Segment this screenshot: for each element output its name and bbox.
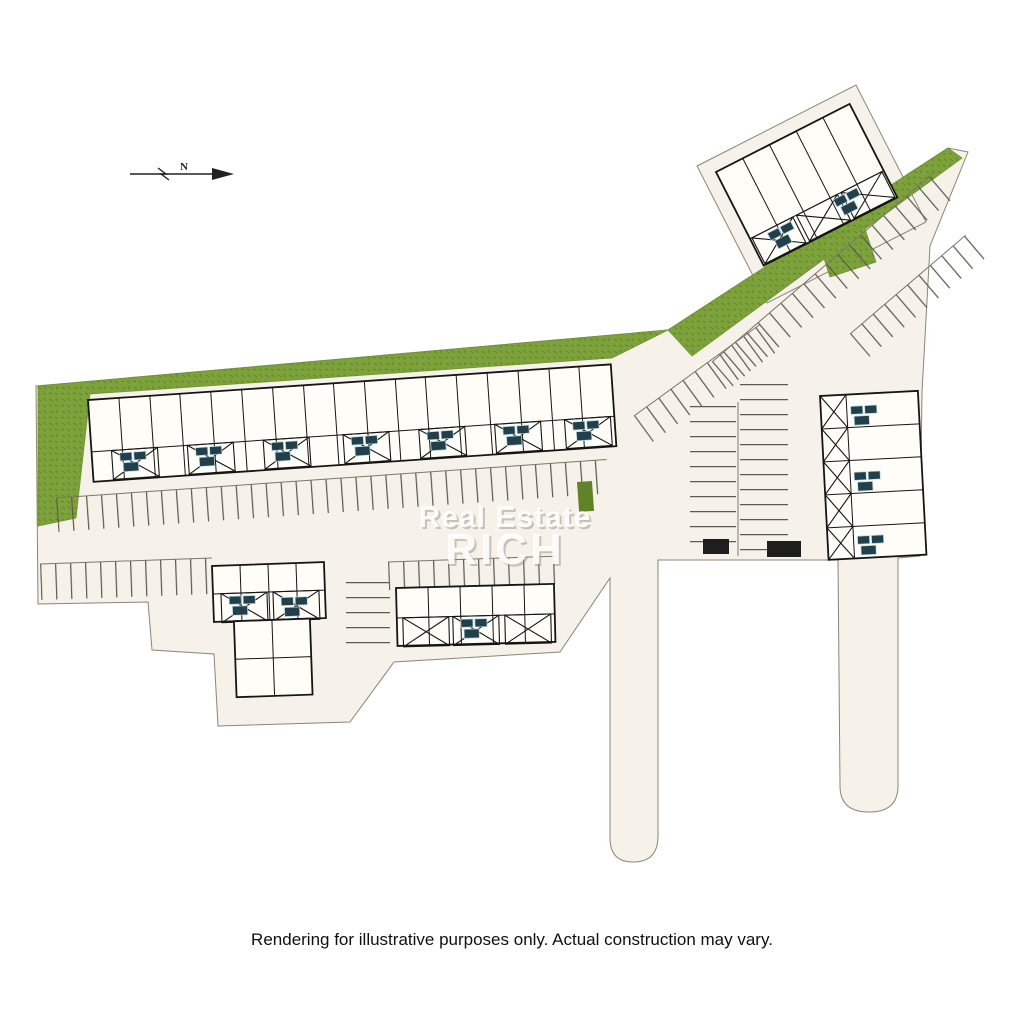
parking-column-center-right: [740, 384, 788, 556]
disclaimer-caption: Rendering for illustrative purposes only…: [251, 930, 773, 949]
parking-row-diagonal-middle: [711, 171, 955, 387]
building-row-west: [87, 363, 618, 483]
north-label: N: [180, 161, 188, 173]
dumpster-pad-1: [703, 539, 729, 554]
building-north-rotated: [714, 102, 899, 267]
building-southwest: [211, 561, 327, 699]
landscape-strip-small: [577, 480, 595, 512]
parking-row-southwest: [39, 557, 214, 600]
watermark-line1: Real Estate: [419, 501, 592, 534]
watermark-line2: RICH: [445, 525, 565, 574]
svg-text:Real Estate: Real Estate: [421, 503, 594, 536]
parking-row-south-center: [387, 555, 559, 590]
parking-column-center-left: [690, 406, 736, 554]
north-arrowhead: [212, 168, 234, 180]
svg-text:RICH: RICH: [447, 527, 567, 576]
parking-row-diagonal-outer: [849, 234, 986, 357]
parking-column-between-south-buildings: [346, 582, 390, 646]
watermark: Real Estate Real Estate RICH RICH: [419, 501, 594, 576]
north-arrow-icon: N: [130, 161, 234, 181]
dumpster-pad-2: [767, 541, 801, 557]
building-east: [819, 389, 928, 561]
building-south-center: [395, 582, 557, 648]
parking-row-west: [55, 458, 610, 532]
north-arrow-flourish: [157, 167, 170, 181]
